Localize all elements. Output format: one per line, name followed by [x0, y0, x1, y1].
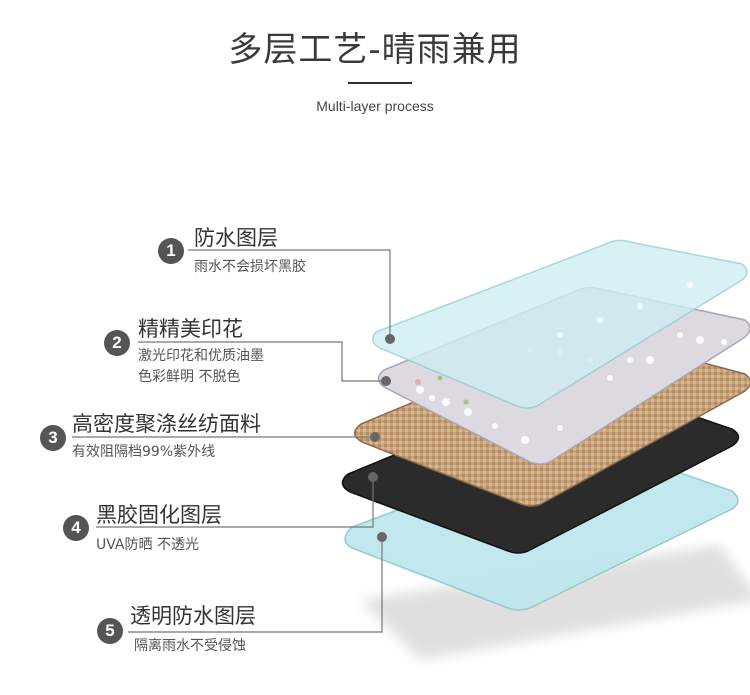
print-flowers-through [557, 282, 693, 363]
layer-4-title: 黑胶固化图层 [96, 503, 222, 527]
layer-3-badge: 3 [40, 425, 66, 451]
layer-2-title: 精精美印花 [138, 317, 243, 341]
layer-2-desc-line-2: 色彩鲜明 不脱色 [138, 369, 241, 385]
layer-2-badge: 2 [104, 330, 130, 356]
leader-dots [368, 334, 395, 542]
title-underline [348, 82, 412, 84]
print-flowers [416, 336, 727, 444]
page-title: 多层工艺-晴雨兼用 [228, 30, 522, 70]
layer-5-badge: 5 [97, 618, 123, 644]
layer-1-title: 防水图层 [194, 226, 278, 250]
stack-shadow [360, 545, 750, 660]
print-accents [415, 375, 469, 405]
layer-1-badge: 1 [158, 238, 184, 264]
layer-3-desc: 有效阻隔档99%紫外线 [72, 444, 216, 460]
layer-1-waterproof-top [372, 239, 748, 409]
layer-5-title: 透明防水图层 [130, 604, 256, 628]
layer-3-title: 高密度聚涤丝纺面料 [72, 412, 261, 436]
layer-4-desc: UVA防晒 不透光 [96, 537, 199, 553]
layer-1-desc: 雨水不会损坏黑胶 [194, 259, 306, 275]
page-subtitle: Multi-layer process [316, 98, 434, 114]
layer-4-badge: 4 [63, 515, 89, 541]
layer-5-desc: 隔离雨水不受侵蚀 [134, 638, 246, 654]
leader-lines [72, 249, 391, 633]
layer-2-desc-line-1: 激光印花和优质油墨 [138, 348, 264, 364]
